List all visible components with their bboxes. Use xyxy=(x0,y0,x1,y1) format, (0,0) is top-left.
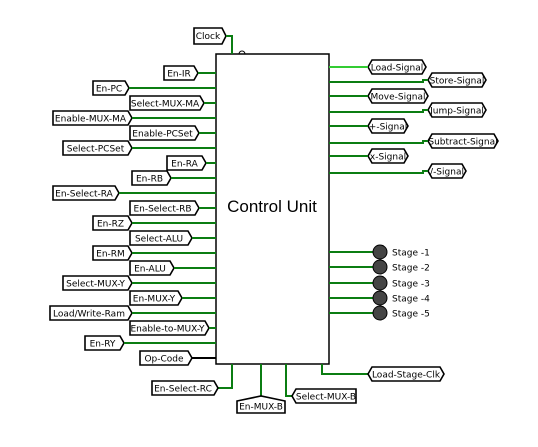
input-pin-en-mux-y[interactable]: En-MUX-Y xyxy=(129,290,216,306)
input-pin-label: En-MUX-B xyxy=(239,403,283,413)
output-pin-load-signal[interactable]: Load-Signal xyxy=(329,59,427,75)
input-pin-label: Load/Write-Ram xyxy=(53,310,125,320)
input-pin-en-ra[interactable]: En-RA xyxy=(166,155,216,171)
input-pin-label: Enable-to-MUX-Y xyxy=(130,325,205,335)
output-pin-label: Store-Signal xyxy=(430,77,485,87)
stage-led-2: Stage -2 xyxy=(329,259,430,275)
control-unit-title: Control Unit xyxy=(227,197,317,216)
input-pin-label: Select-PCSet xyxy=(67,145,125,155)
input-pin-select-alu[interactable]: Select-ALU xyxy=(129,230,216,246)
input-pin-enable-to-mux-y[interactable]: Enable-to-MUX-Y xyxy=(129,320,216,336)
output-pin-label: Subtract-Signal xyxy=(428,138,497,148)
clock-input[interactable]: Clock xyxy=(193,27,246,55)
output-pin-label: x-Signal xyxy=(370,153,406,163)
stage-led-5: Stage -5 xyxy=(329,305,430,321)
stage-label: Stage -4 xyxy=(392,295,430,305)
input-pin-select-mux-y[interactable]: Select-MUX-Y xyxy=(62,275,216,291)
input-pin-enable-mux-ma[interactable]: Enable-MUX-MA xyxy=(52,110,216,126)
output-pin-signal[interactable]: /-Signal xyxy=(329,163,467,179)
input-pin-label: En-ALU xyxy=(134,265,166,275)
output-pin-move-signal[interactable]: Move-Signal xyxy=(329,88,429,104)
input-pin-label: En-PC xyxy=(96,85,122,95)
input-pin-en-ry[interactable]: En-RY xyxy=(84,335,216,351)
stage-led-1: Stage -1 xyxy=(329,244,430,260)
input-pin-en-mux-b[interactable]: En-MUX-B xyxy=(236,364,286,414)
control-unit-block xyxy=(215,53,330,365)
output-pin-label: Jump-Signal xyxy=(429,107,484,117)
input-pin-label: Enable-MUX-MA xyxy=(55,115,127,125)
input-pin-label: En-RM xyxy=(96,250,125,260)
output-pin-label: Move-Signal xyxy=(370,93,425,103)
stage-label: Stage -2 xyxy=(392,264,430,274)
input-pin-en-select-ra[interactable]: En-Select-RA xyxy=(52,185,216,201)
input-pin-label: En-RY xyxy=(90,340,116,350)
output-pin-label: Load-Stage-Clk xyxy=(372,371,441,381)
input-pin-en-select-rc[interactable]: En-Select-RC xyxy=(151,364,233,396)
input-pin-label: Op-Code xyxy=(144,355,184,365)
led-indicator xyxy=(372,305,388,321)
output-pin-label: Load-Signal xyxy=(371,64,423,74)
input-pin-label: Select-ALU xyxy=(135,235,183,245)
input-pin-en-pc[interactable]: En-PC xyxy=(92,80,216,96)
stage-label: Stage -5 xyxy=(392,310,430,320)
output-pin-subtract-signal[interactable]: Subtract-Signal xyxy=(329,133,499,149)
output-pin-store-signal[interactable]: Store-Signal xyxy=(329,72,487,88)
output-pin-x-signal[interactable]: x-Signal xyxy=(329,148,409,164)
input-pin-label: En-Select-RA xyxy=(55,190,114,200)
input-pin-label: En-Select-RB xyxy=(133,205,191,215)
output-pin-label: /-Signal xyxy=(430,168,464,178)
input-pin-op-code[interactable]: Op-Code xyxy=(139,350,216,366)
output-pin-load-stage-clk[interactable]: Load-Stage-Clk xyxy=(321,364,445,382)
input-pin-load-write-ram[interactable]: Load/Write-Ram xyxy=(49,305,216,321)
led-indicator xyxy=(372,290,388,306)
input-pin-en-select-rb[interactable]: En-Select-RB xyxy=(129,200,216,216)
input-pin-label: En-RZ xyxy=(97,220,124,230)
input-pin-label: Enable-PCSet xyxy=(132,130,193,140)
stage-label: Stage -1 xyxy=(392,249,430,259)
input-pin-en-rz[interactable]: En-RZ xyxy=(92,215,216,231)
output-pin-signal[interactable]: +-Signal xyxy=(329,118,409,134)
input-pin-select-mux-ma[interactable]: Select-MUX-MA xyxy=(129,95,216,111)
stage-led-4: Stage -4 xyxy=(329,290,430,306)
input-pin-label: En-MUX-Y xyxy=(133,295,176,305)
output-pin-jump-signal[interactable]: Jump-Signal xyxy=(329,102,487,118)
output-pin-label: +-Signal xyxy=(369,123,407,133)
input-pin-select-mux-b[interactable]: Select-MUX-B xyxy=(285,364,357,404)
input-pin-label: Select-MUX-MA xyxy=(131,100,200,110)
input-pin-en-rm[interactable]: En-RM xyxy=(92,245,216,261)
led-indicator xyxy=(372,275,388,291)
input-pin-en-alu[interactable]: En-ALU xyxy=(129,260,216,276)
input-pin-label: En-RA xyxy=(171,160,199,170)
stage-label: Stage -3 xyxy=(392,280,430,290)
clock-label: Clock xyxy=(196,32,221,42)
input-pin-label: En-Select-RC xyxy=(154,385,212,395)
led-indicator xyxy=(372,259,388,275)
input-pin-en-rb[interactable]: En-RB xyxy=(131,170,216,186)
input-pin-enable-pcset[interactable]: Enable-PCSet xyxy=(129,125,216,141)
input-pin-select-pcset[interactable]: Select-PCSet xyxy=(62,140,216,156)
input-pin-label: Select-MUX-B xyxy=(296,393,356,403)
input-pin-label: En-RB xyxy=(136,175,163,185)
input-pin-label: En-IR xyxy=(167,70,191,80)
led-indicator xyxy=(372,244,388,260)
input-pin-label: Select-MUX-Y xyxy=(66,280,125,290)
stage-led-3: Stage -3 xyxy=(329,275,430,291)
input-pin-en-ir[interactable]: En-IR xyxy=(163,65,216,81)
